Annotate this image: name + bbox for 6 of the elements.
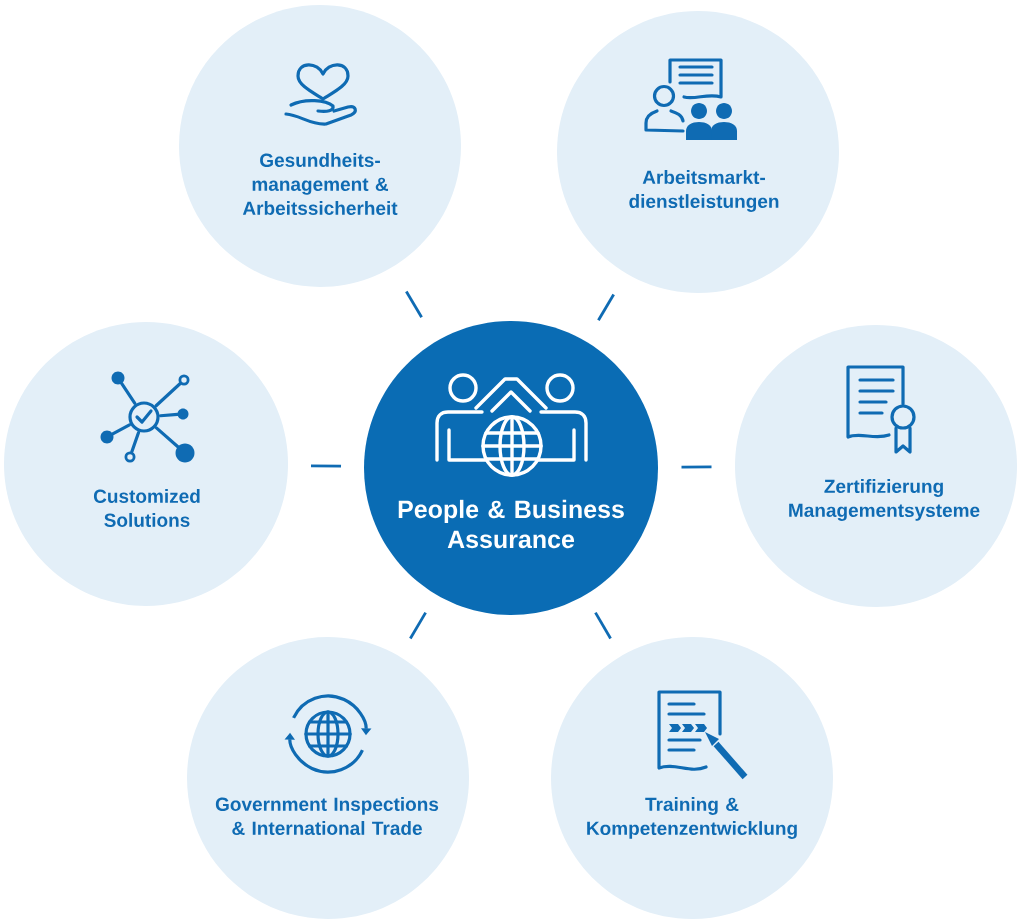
connector-line: [594, 611, 612, 640]
connector-line: [597, 293, 615, 322]
connector-line: [681, 465, 712, 469]
connector-line: [310, 464, 342, 468]
connector-line: [409, 611, 427, 640]
connector-line: [405, 290, 423, 319]
